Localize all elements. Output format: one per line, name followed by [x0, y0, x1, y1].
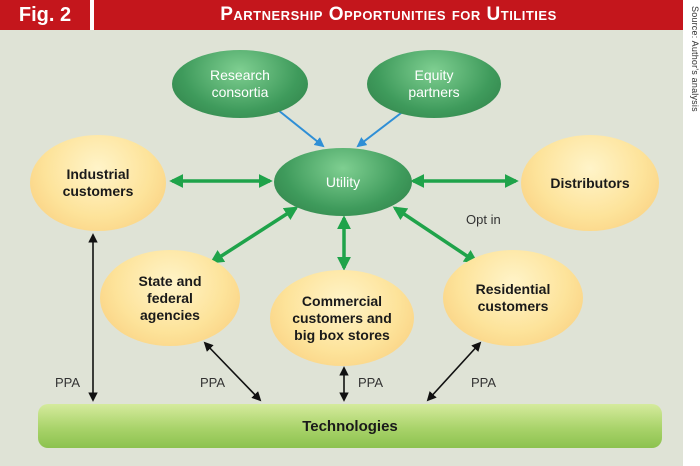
arrow-ppa-residential: [426, 341, 482, 402]
arrow-equity-to-utility: [356, 109, 406, 148]
arrow-utility-residential: [392, 206, 479, 264]
node-industrial-customers: Industrial customers: [30, 135, 166, 231]
arrow-utility-state: [209, 206, 299, 264]
opt-in-label: Opt in: [466, 212, 501, 227]
arrow-ppa-state: [203, 341, 262, 402]
ppa-label-residential: PPA: [471, 375, 497, 390]
node-state-federal-agencies: State and federal agencies: [100, 250, 240, 346]
header-bar: [0, 0, 683, 30]
figure-label: Fig. 2: [0, 0, 90, 30]
arrow-research-to-utility: [277, 109, 325, 148]
node-utility: Utility: [274, 148, 412, 216]
connectors: [88, 109, 519, 402]
node-residential-customers: Residential customers: [443, 250, 583, 346]
node-distributors: Distributors: [521, 135, 659, 231]
node-research-consortia: Research consortia: [172, 50, 308, 118]
figure-title: Partnership Opportunities for Utilities: [220, 4, 557, 25]
ppa-label-commercial: PPA: [358, 375, 384, 390]
ppa-label-industrial: PPA: [55, 375, 81, 390]
node-commercial-customers: Commercial customers and big box stores: [270, 270, 414, 366]
node-equity-partners: Equity partners: [367, 50, 501, 118]
source-note: Source: Author's analysis: [690, 6, 700, 112]
figure-label-separator: [90, 0, 94, 30]
technologies-bar: Technologies: [38, 404, 662, 448]
ppa-label-state: PPA: [200, 375, 226, 390]
